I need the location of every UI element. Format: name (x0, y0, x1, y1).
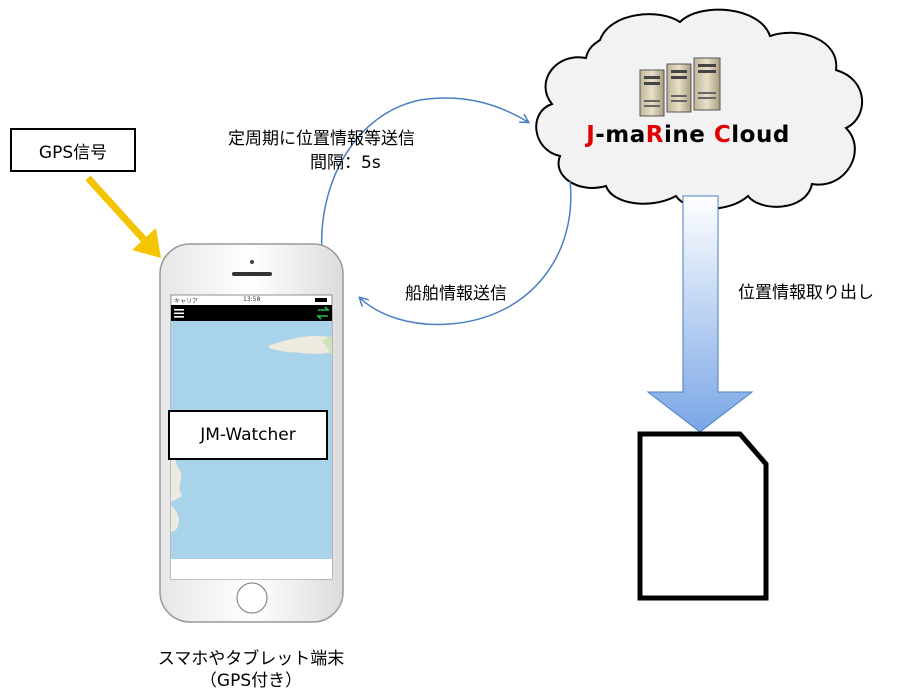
cloud-title-j: J (586, 122, 596, 148)
home-button-icon (236, 582, 268, 614)
position-extract-label: 位置情報取り出し (738, 283, 874, 303)
app-name-label: JM-Watcher (200, 425, 296, 445)
download-arc-arrow (360, 179, 572, 326)
cloud-title-loud: loud (731, 122, 790, 148)
cloud-title-c: C (713, 122, 732, 148)
server-icon (639, 57, 721, 117)
gps-arrow (85, 175, 161, 258)
cloud-title-ma: -ma (595, 122, 646, 148)
battery-icon (315, 298, 327, 302)
app-name-box: JM-Watcher (168, 410, 328, 460)
gps-signal-label: GPS信号 (38, 142, 108, 163)
cloud-title-r: R (645, 122, 665, 148)
ship-info-label: 船舶情報送信 (405, 284, 507, 304)
interval-label: 間隔：5s (310, 153, 381, 173)
cloud-title: J-maRine Cloud (538, 122, 838, 148)
extract-down-arrow (646, 195, 754, 433)
periodic-send-label: 定周期に位置情報等送信 (228, 129, 415, 149)
cloud-title-ine: ine (664, 122, 714, 148)
sync-icon (316, 306, 330, 320)
upload-arc-arrow (320, 97, 528, 253)
carrier-label: キャリア (174, 298, 199, 305)
phone-status-bar: キャリア 13:58 (171, 296, 332, 305)
time-label: 13:58 (243, 296, 261, 303)
gps-signal-box: GPS信号 (10, 128, 136, 172)
menu-icon (174, 309, 184, 318)
device-caption-line2: （GPS付き） (199, 671, 303, 691)
document-icon (637, 431, 769, 601)
device-caption-line1: スマホやタブレット端末 (157, 649, 345, 669)
